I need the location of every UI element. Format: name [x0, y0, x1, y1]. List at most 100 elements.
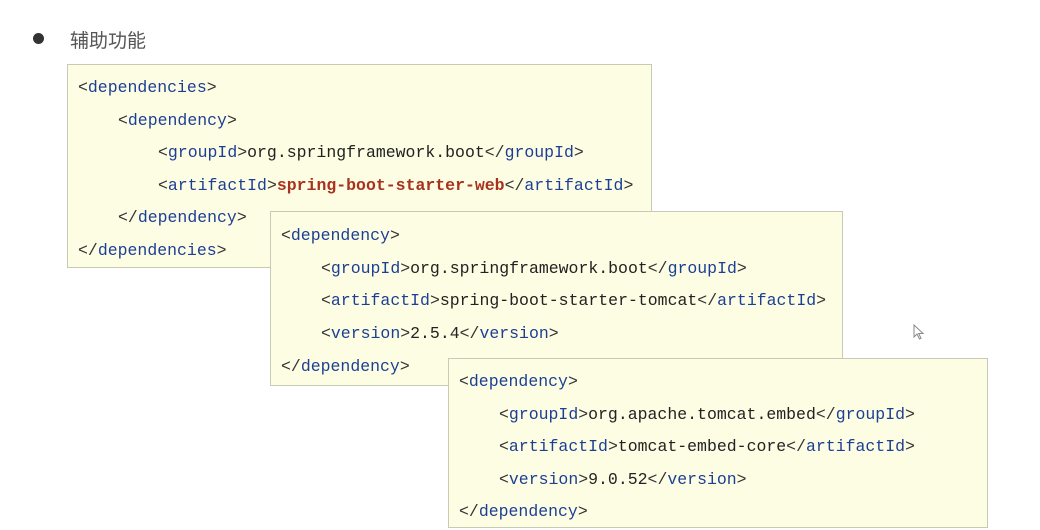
xml-bracket: >: [399, 356, 410, 376]
xml-bracket: <: [321, 258, 331, 278]
xml-bracket: >: [548, 324, 559, 344]
xml-bracket: >: [905, 437, 915, 456]
xml-bracket: <: [118, 110, 128, 130]
xml-tag-name: artifactId: [717, 291, 817, 311]
xml-bracket: </: [647, 469, 668, 489]
xml-bracket: >: [607, 437, 618, 456]
xml-tag-name: groupId: [330, 258, 401, 278]
code-block-tomcat-embed-core: <dependency><groupId>org.apache.tomcat.e…: [448, 358, 988, 528]
section-heading: 辅助功能: [70, 31, 147, 52]
xml-bracket: <: [321, 324, 331, 344]
xml-bracket: <: [499, 404, 509, 424]
xml-bracket: >: [578, 469, 589, 489]
xml-bracket: >: [266, 175, 277, 195]
xml-tag-name: dependency: [127, 110, 227, 130]
xml-bracket: </: [697, 291, 718, 311]
xml-bracket: >: [206, 78, 217, 97]
xml-tag-name: dependency: [290, 226, 390, 245]
code-line: </dependency>: [459, 502, 588, 522]
xml-bracket: <: [499, 469, 509, 489]
xml-bracket: >: [816, 291, 827, 311]
xml-bracket: </: [78, 241, 98, 260]
xml-tag-name: dependencies: [87, 78, 207, 97]
code-line: <dependency>: [281, 226, 400, 246]
xml-bracket: >: [429, 291, 440, 311]
code-line: <groupId>org.apache.tomcat.embed</groupI…: [499, 405, 915, 425]
xml-tag-name: artifactId: [805, 437, 906, 456]
code-line: <artifactId>tomcat-embed-core</artifactI…: [499, 437, 915, 457]
xml-bracket: </: [484, 143, 505, 163]
xml-bracket: </: [786, 437, 806, 456]
xml-tag-name: groupId: [504, 143, 574, 163]
xml-bracket: <: [499, 437, 509, 456]
xml-tag-name: groupId: [667, 258, 737, 278]
xml-bracket: </: [118, 208, 138, 228]
xml-tag-name: dependencies: [97, 241, 217, 260]
code-line: </dependencies>: [78, 241, 227, 261]
xml-tag-name: artifactId: [330, 291, 430, 311]
xml-bracket: >: [577, 502, 588, 521]
xml-value: 2.5.4: [410, 324, 460, 344]
xml-tag-name: dependency: [300, 356, 400, 376]
xml-value: spring-boot-starter-tomcat: [439, 291, 698, 311]
xml-value: org.apache.tomcat.embed: [588, 404, 816, 424]
xml-bracket: <: [158, 175, 168, 195]
xml-bracket: <: [281, 226, 291, 245]
xml-bracket: >: [736, 469, 747, 489]
bullet-icon: [33, 33, 44, 44]
xml-value: 9.0.52: [588, 469, 648, 489]
xml-value: org.springframework.boot: [410, 258, 648, 278]
xml-bracket: <: [78, 78, 88, 97]
xml-tag-name: version: [330, 324, 401, 344]
code-line: <version>2.5.4</version>: [321, 324, 559, 344]
xml-bracket: <: [459, 372, 469, 391]
xml-bracket: </: [504, 175, 525, 195]
xml-tag-name: artifactId: [508, 437, 608, 456]
xml-tag-name: artifactId: [167, 175, 267, 195]
xml-bracket: >: [226, 110, 237, 130]
xml-bracket: </: [459, 324, 480, 344]
xml-bracket: <: [158, 143, 168, 163]
xml-bracket: </: [815, 404, 836, 424]
xml-bracket: >: [236, 208, 247, 228]
xml-value: org.springframework.boot: [247, 143, 485, 163]
xml-bracket: >: [905, 404, 915, 424]
xml-tag-name: groupId: [508, 404, 579, 424]
xml-bracket: >: [567, 372, 578, 391]
xml-bracket: </: [281, 356, 301, 376]
xml-tag-name: version: [508, 469, 579, 489]
code-line: </dependency>: [118, 208, 247, 228]
code-line: <groupId>org.springframework.boot</group…: [321, 259, 747, 279]
xml-bracket: >: [736, 258, 747, 278]
code-line: <dependency>: [118, 111, 237, 131]
xml-tag-name: dependency: [468, 372, 568, 391]
code-line: <artifactId>spring-boot-starter-web</art…: [158, 176, 633, 196]
xml-bracket: >: [573, 143, 584, 163]
code-block-spring-boot-starter-tomcat: <dependency><groupId>org.springframework…: [270, 211, 843, 386]
code-line: <dependency>: [459, 372, 578, 392]
xml-bracket: </: [647, 258, 668, 278]
xml-bracket: >: [400, 258, 411, 278]
xml-tag-name: groupId: [835, 404, 905, 424]
xml-bracket: >: [623, 175, 634, 195]
xml-tag-name: dependency: [137, 208, 237, 228]
xml-tag-name: version: [667, 469, 737, 489]
code-line: <artifactId>spring-boot-starter-tomcat</…: [321, 291, 826, 311]
xml-bracket: >: [578, 404, 589, 424]
code-line: </dependency>: [281, 357, 410, 377]
xml-tag-name: version: [479, 324, 549, 344]
code-line: <groupId>org.springframework.boot</group…: [158, 143, 584, 163]
xml-bracket: >: [400, 324, 411, 344]
code-line: <version>9.0.52</version>: [499, 470, 747, 490]
xml-bracket: >: [216, 241, 227, 260]
xml-tag-name: groupId: [167, 143, 238, 163]
xml-value: tomcat-embed-core: [617, 437, 787, 456]
xml-bracket: >: [389, 226, 400, 245]
xml-bracket: <: [321, 291, 331, 311]
code-line: <dependencies>: [78, 78, 217, 98]
xml-bracket: </: [459, 502, 479, 521]
xml-tag-name: dependency: [478, 502, 578, 521]
xml-value: spring-boot-starter-web: [276, 175, 505, 195]
xml-tag-name: artifactId: [524, 175, 624, 195]
xml-bracket: >: [237, 143, 248, 163]
